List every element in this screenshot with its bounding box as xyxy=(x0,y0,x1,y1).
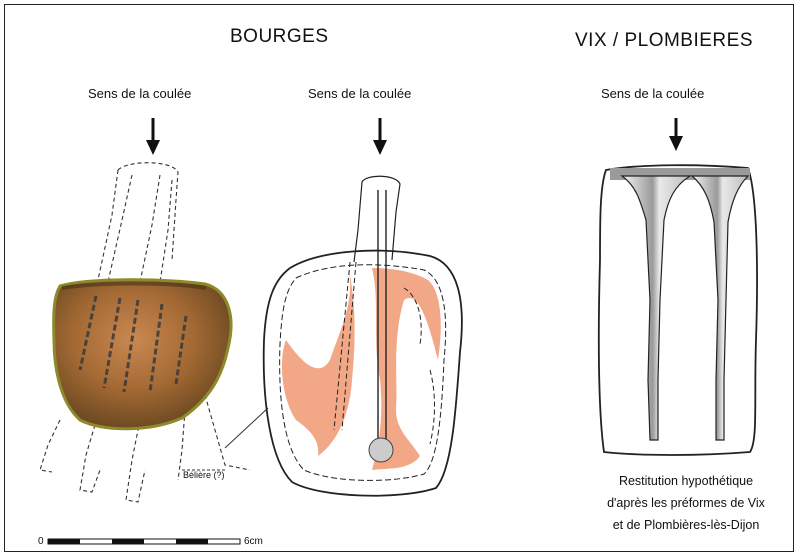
restitution-caption: Restitution hypothétique d'après les pré… xyxy=(596,470,776,536)
scale-end-label: 6cm xyxy=(244,536,263,547)
bourges-ingot-fragment xyxy=(54,280,231,429)
vix-plombieres-restitution xyxy=(599,165,757,455)
arrow-down-icon-middle xyxy=(373,118,387,155)
caption-line-2: d'après les préformes de Vix xyxy=(596,492,776,514)
caption-line-1: Restitution hypothétique xyxy=(596,470,776,492)
caption-line-3: et de Plombières-lès-Dijon xyxy=(596,514,776,536)
bourges-mould-drawing xyxy=(264,176,462,495)
arrow-down-icon-right xyxy=(669,118,683,151)
scale-start-label: 0 xyxy=(38,536,44,547)
scale-bar xyxy=(48,539,240,544)
arrow-down-icon-left xyxy=(146,118,160,155)
annotation-label: Bélière (?) xyxy=(183,470,225,480)
annotation-leader xyxy=(180,408,268,470)
